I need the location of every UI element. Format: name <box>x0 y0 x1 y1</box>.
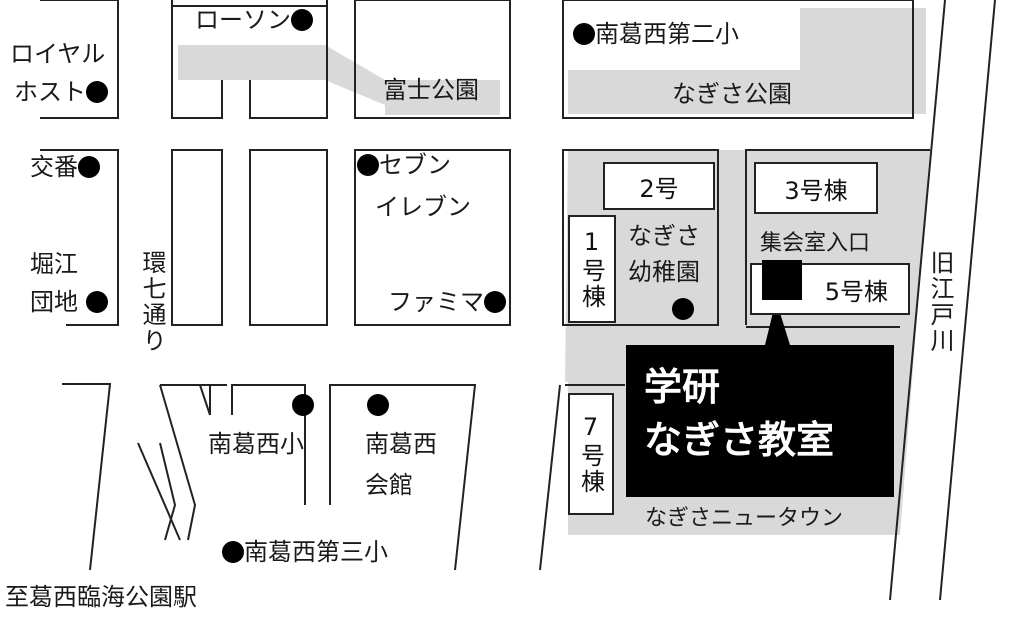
nagisa-kinder-label-1: なぎさ <box>628 222 700 250</box>
minamikasai-hall-marker-icon <box>367 394 389 416</box>
nagisa-park-area-a <box>568 70 808 114</box>
meeting-room-entrance-label: 集会室入口 <box>760 231 871 256</box>
koban-marker-icon <box>78 156 100 178</box>
horie-label-1: 堀江 <box>30 250 78 278</box>
building-2: 2号 <box>603 162 715 210</box>
minamikasai-3rd-label: 南葛西第三小 <box>222 540 388 564</box>
nagisa-kinder-marker-icon <box>672 298 694 320</box>
meeting-room-entrance-marker <box>762 260 802 300</box>
famima-label: ファミマ <box>388 290 506 314</box>
horie-marker-icon <box>85 291 108 313</box>
minamikasai-elem-marker-icon <box>292 394 314 416</box>
royal-host-label-1: ロイヤル <box>10 40 106 68</box>
lawson-marker-icon <box>291 9 313 31</box>
nagisa-park-label: なぎさ公園 <box>672 80 792 108</box>
minamikasai-3rd-marker-icon <box>222 541 244 563</box>
callout-pointer <box>765 300 790 345</box>
lawson-label: ローソン <box>195 8 313 32</box>
nagisa-kinder-label-2: 幼稚園 <box>628 258 700 286</box>
minamikasai-hall-label-1: 南葛西 <box>365 430 437 458</box>
building-1: 1号棟 <box>568 215 616 323</box>
koban-label: 交番 <box>30 155 100 179</box>
building-7: 7号棟 <box>568 393 614 515</box>
minamikasai-2nd-label: 南葛西第二小 <box>573 22 739 46</box>
minamikasai-elem-label: 南葛西小 <box>208 430 304 458</box>
to-station-label: 至葛西臨海公園駅 <box>5 583 197 611</box>
kyu-edogawa-label: 旧江戸川 <box>926 250 954 354</box>
seven-eleven-label-1: セブン <box>357 153 451 177</box>
callout-line2: なぎさ教室 <box>644 418 835 463</box>
fuji-park-area <box>178 45 500 115</box>
nagisa-newtown-label: なぎさニュータウン <box>645 506 844 531</box>
nagisa-park-area-b <box>800 8 926 114</box>
seven-eleven-marker-icon <box>357 154 379 176</box>
building-3: 3号棟 <box>754 162 878 214</box>
kan7-road-label: 環七通り <box>138 250 166 354</box>
royal-host-marker-icon <box>86 81 108 103</box>
famima-marker-icon <box>484 291 506 313</box>
fuji-park-label: 富士公園 <box>383 76 479 104</box>
callout-line1: 学研 <box>644 365 721 409</box>
minamikasai-2nd-marker-icon <box>573 23 595 45</box>
gakken-nagisa-classroom-callout: 学研 なぎさ教室 <box>626 345 894 497</box>
horie-label-2: 団地 <box>30 290 108 314</box>
seven-eleven-label-2: イレブン <box>375 193 471 221</box>
minamikasai-hall-label-2: 会館 <box>365 471 413 499</box>
royal-host-label-2: ホスト <box>14 80 108 104</box>
